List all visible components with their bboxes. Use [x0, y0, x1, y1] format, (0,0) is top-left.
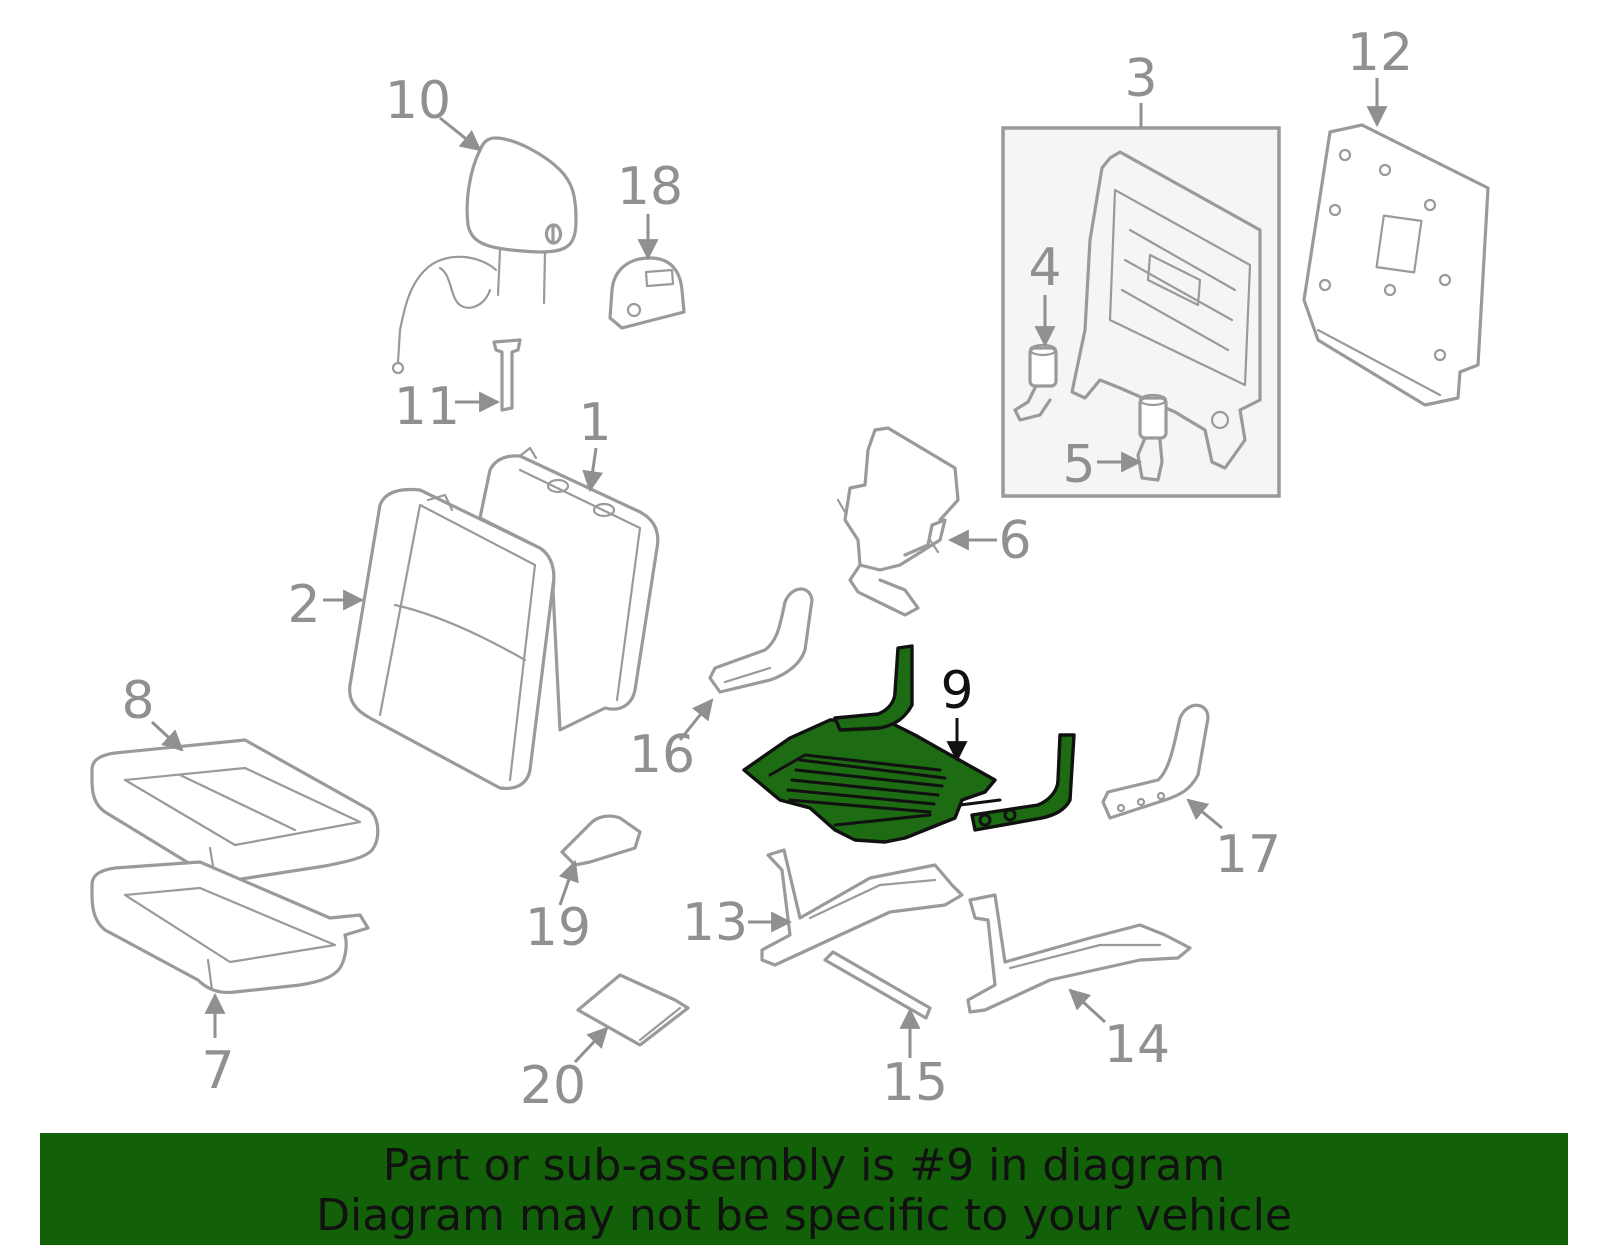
banner-line-2: Diagram may not be specific to your vehi…: [316, 1190, 1292, 1241]
callout-19: 19: [525, 898, 591, 958]
part-19-cover: [560, 814, 642, 867]
part-10-headrest: [391, 136, 578, 375]
part-4-recliner-motor: [1013, 343, 1058, 422]
part-1-seatback: [478, 446, 660, 732]
part-7-seat-cushion: [90, 860, 370, 995]
callout-17: 17: [1215, 825, 1281, 885]
callout-1: 1: [578, 393, 611, 453]
info-banner: Part or sub-assembly is #9 in diagram Di…: [40, 1133, 1568, 1245]
part-11-headrest-guide: [492, 338, 522, 412]
part-9-seat-cushion-frame: [742, 644, 1076, 844]
part-14-seat-track: [966, 893, 1192, 1014]
callout-20: 20: [520, 1056, 586, 1116]
leader-8: [150, 720, 184, 752]
banner-line-1: Part or sub-assembly is #9 in diagram: [382, 1140, 1226, 1191]
leader-17: [1186, 798, 1223, 830]
part-2-seatback-cover: [348, 487, 556, 791]
callout-2: 2: [287, 575, 320, 635]
leader-1: [582, 447, 604, 493]
callout-7: 7: [201, 1041, 234, 1101]
part-8-seat-cushion-pad: [90, 738, 380, 883]
callout-8: 8: [121, 671, 154, 731]
callout-12: 12: [1347, 23, 1413, 83]
leader-19: [558, 860, 579, 906]
callout-9: 9: [940, 661, 973, 721]
callout-18: 18: [617, 157, 683, 217]
callout-14: 14: [1104, 1015, 1170, 1075]
part-3-seatback-frame: [1070, 150, 1262, 470]
part-17-side-cover: [1101, 703, 1210, 820]
leader-14: [1068, 988, 1107, 1024]
part-16-side-cover: [708, 587, 814, 694]
part-6-seat-wire: [836, 426, 960, 617]
part-20-plate: [576, 973, 690, 1047]
part-15-rod: [823, 950, 932, 1020]
leader-16: [678, 698, 714, 741]
callout-16: 16: [629, 725, 695, 785]
callout-11: 11: [394, 377, 460, 437]
callout-10: 10: [385, 71, 451, 131]
leader-20: [573, 1026, 609, 1064]
callout-5: 5: [1062, 435, 1095, 495]
callout-6: 6: [998, 511, 1031, 571]
leader-10: [439, 116, 482, 152]
callout-13: 13: [682, 893, 748, 953]
callout-3: 3: [1124, 49, 1157, 109]
part-18-cover: [608, 256, 686, 330]
part-5-lock-motor: [1136, 393, 1168, 482]
part-13-seat-track: [760, 848, 964, 967]
callout-15: 15: [882, 1053, 948, 1113]
callout-4: 4: [1028, 238, 1061, 298]
part-12-back-board: [1302, 123, 1490, 407]
